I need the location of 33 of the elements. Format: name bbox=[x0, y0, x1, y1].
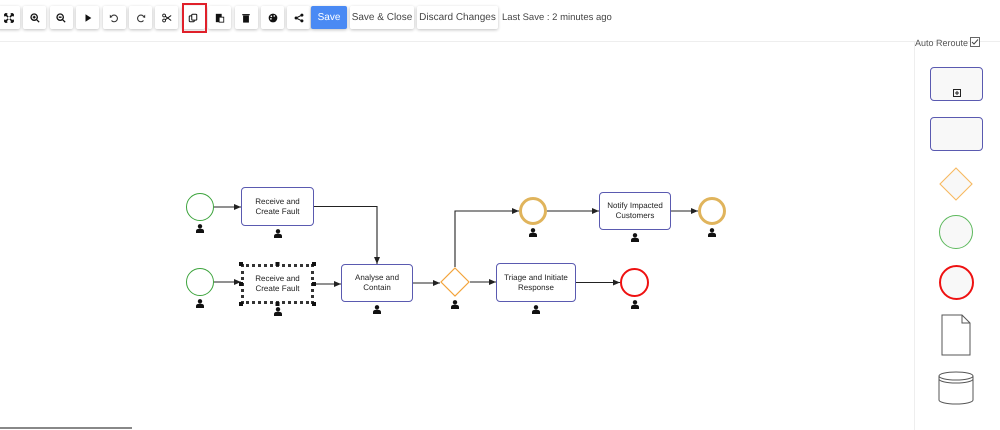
arrow bbox=[214, 279, 241, 285]
gateway-tool bbox=[939, 167, 973, 201]
arrow bbox=[314, 281, 341, 287]
start-event-circle bbox=[186, 268, 214, 296]
arrow bbox=[314, 206, 380, 264]
checkbox-label: Auto Reroute bbox=[915, 38, 968, 48]
arrow bbox=[671, 208, 698, 214]
gateway-diamond bbox=[440, 267, 470, 297]
intermediate-event-circle bbox=[519, 197, 547, 225]
arrow bbox=[454, 208, 519, 267]
arrow bbox=[470, 279, 496, 285]
arrow bbox=[214, 204, 241, 210]
document-tool bbox=[941, 314, 971, 356]
arrow bbox=[547, 208, 599, 214]
task-box: Analyse and Contain bbox=[341, 264, 413, 302]
task-box: Receive and Create Fault bbox=[241, 187, 314, 226]
arrow bbox=[576, 280, 620, 286]
save-and-close-button: Save & Close bbox=[350, 6, 414, 29]
start-event-tool bbox=[939, 215, 973, 249]
start-event-circle bbox=[186, 193, 214, 221]
intermediate-event-circle bbox=[698, 197, 726, 225]
data-store-tool bbox=[938, 371, 974, 405]
discard-changes-button: Discard Changes bbox=[417, 6, 498, 29]
save-button: Save bbox=[311, 6, 347, 29]
last-save-status: Last Save : 2 minutes ago bbox=[502, 12, 612, 23]
task-box: Triage and Initiate Response bbox=[496, 263, 576, 302]
subprocess-tool bbox=[930, 67, 983, 101]
task-box: Notify Impacted Customers bbox=[599, 192, 671, 230]
end-event-tool bbox=[939, 265, 974, 300]
arrow bbox=[413, 280, 440, 286]
end-event-circle bbox=[620, 268, 649, 297]
selected-task-box: Receive and Create Fault bbox=[241, 264, 314, 304]
task-tool bbox=[930, 117, 983, 151]
